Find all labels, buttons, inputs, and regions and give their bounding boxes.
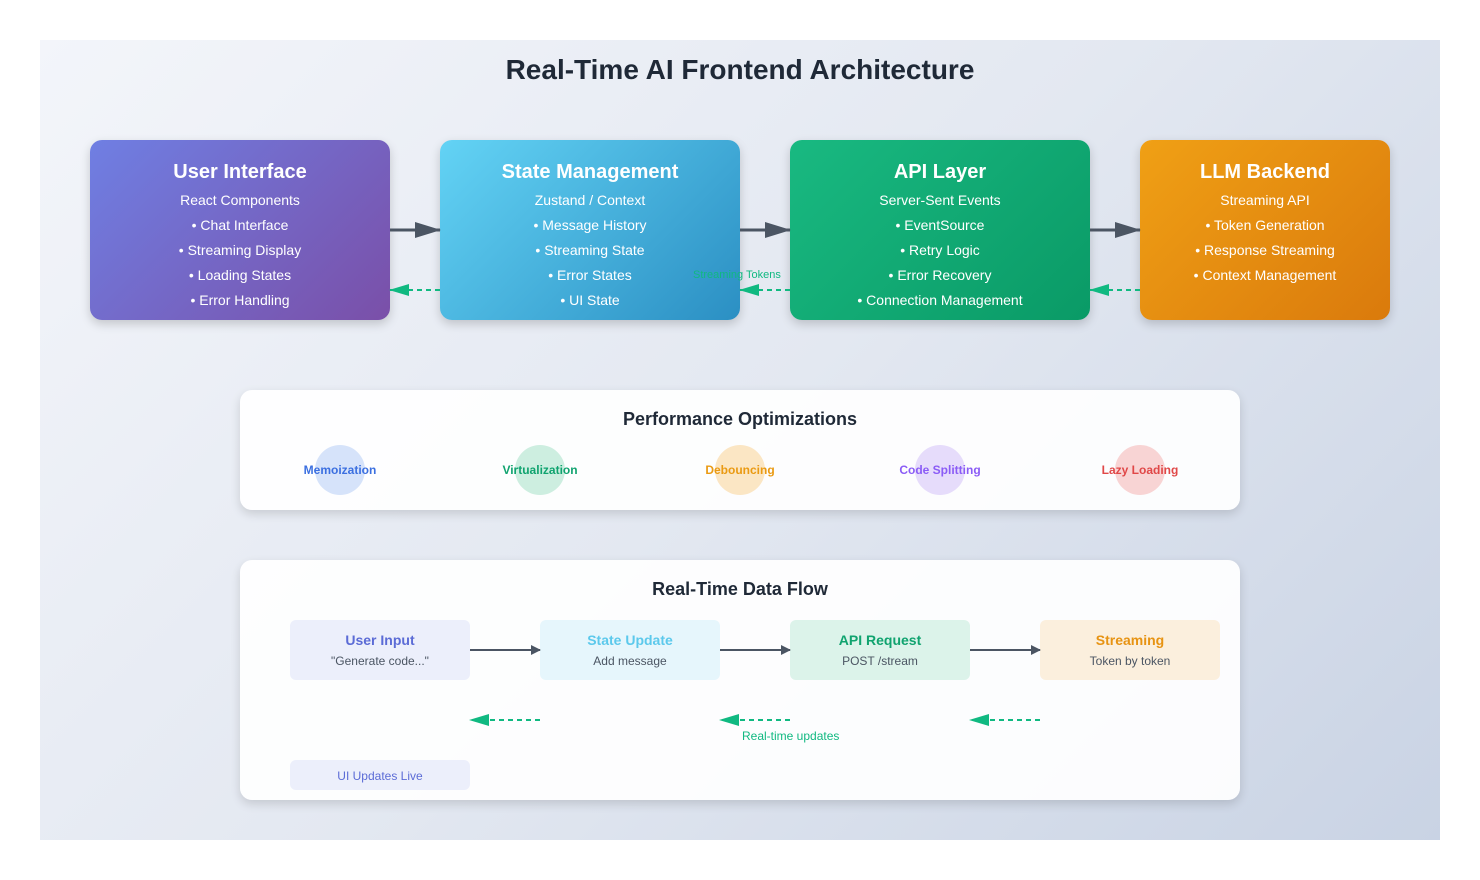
optimization-label: Memoization [303,463,377,477]
layer-line: • UI State [560,292,620,308]
flow-step-desc: POST /stream [842,654,918,668]
optimization-code-splitting: Code Splitting [840,445,1040,495]
layer-line: • Error Recovery [888,267,992,283]
diagram-canvas: Real-Time AI Frontend Architecture User … [40,40,1440,840]
flow-step-streaming: Streaming Token by token [1040,620,1220,680]
data-flow-panel: Real-Time Data Flow User Input "Generate… [240,560,1240,800]
layer-line: • Streaming Display [178,242,302,258]
flow-step-desc: Token by token [1089,654,1171,668]
optimization-circle [515,445,565,495]
optimization-virtualization: Virtualization [440,445,640,495]
layer-line: • Context Management [1193,267,1337,283]
flow-step-title: User Input [345,632,415,648]
diagram-title: Real-Time AI Frontend Architecture [505,54,975,85]
optimization-label: Code Splitting [899,463,981,477]
layer-line: • Retry Logic [900,242,980,258]
flow-step-desc: Add message [593,654,667,668]
layer-line: • Token Generation [1205,217,1325,233]
layer-line: • Error States [548,267,632,283]
optimization-circle [1115,445,1165,495]
layer-title: API Layer [893,161,987,183]
layer-line: • Connection Management [857,292,1023,308]
ui-updates-live-badge: UI Updates Live [290,760,470,790]
layer-title: State Management [501,161,679,183]
flow-step-user-input: User Input "Generate code..." [290,620,470,680]
optimization-circle [715,445,765,495]
optimization-label: Lazy Loading [1101,463,1179,477]
layer-line: Server-Sent Events [879,192,1001,208]
realtime-updates-label: Real-time updates [742,729,840,743]
layer-llm-backend: LLM Backend Streaming API • Token Genera… [1140,140,1390,320]
flow-step-desc: "Generate code..." [331,654,429,668]
optimization-circle [915,445,965,495]
optimization-memoization: Memoization [240,445,440,495]
layer-line: • Error Handling [190,292,290,308]
performance-panel: Performance Optimizations Memoization Vi… [240,390,1240,510]
layer-title: LLM Backend [1199,161,1331,183]
layer-api: API Layer Server-Sent Events • EventSour… [790,140,1090,320]
optimization-circle [315,445,365,495]
layer-state-management: State Management Zustand / Context • Mes… [440,140,740,320]
layer-line: Streaming API [1220,192,1310,208]
layer-title: User Interface [173,161,307,183]
layer-line: • Response Streaming [1195,242,1335,258]
layer-line: • Streaming State [535,242,645,258]
layer-line: • Chat Interface [191,217,289,233]
data-flow-title: Real-Time Data Flow [652,579,828,599]
layer-line: React Components [180,192,300,208]
streaming-tokens-label: Streaming Tokens [693,269,781,281]
layer-user-interface: User Interface React Components • Chat I… [90,140,390,320]
flow-step-title: State Update [587,632,673,648]
flow-step-title: API Request [838,632,922,648]
layer-line: • Message History [533,217,647,233]
layer-line: • Loading States [188,267,292,283]
optimization-lazy-loading: Lazy Loading [1040,445,1240,495]
flow-step-title: Streaming [1095,632,1165,648]
flow-step-api-request: API Request POST /stream [790,620,970,680]
layer-line: • EventSource [895,217,985,233]
optimization-debouncing: Debouncing [640,445,840,495]
flow-step-state-update: State Update Add message [540,620,720,680]
performance-title: Performance Optimizations [622,409,858,429]
optimization-label: Virtualization [502,463,578,477]
layer-line: Zustand / Context [534,192,646,208]
optimization-label: Debouncing [705,463,775,477]
